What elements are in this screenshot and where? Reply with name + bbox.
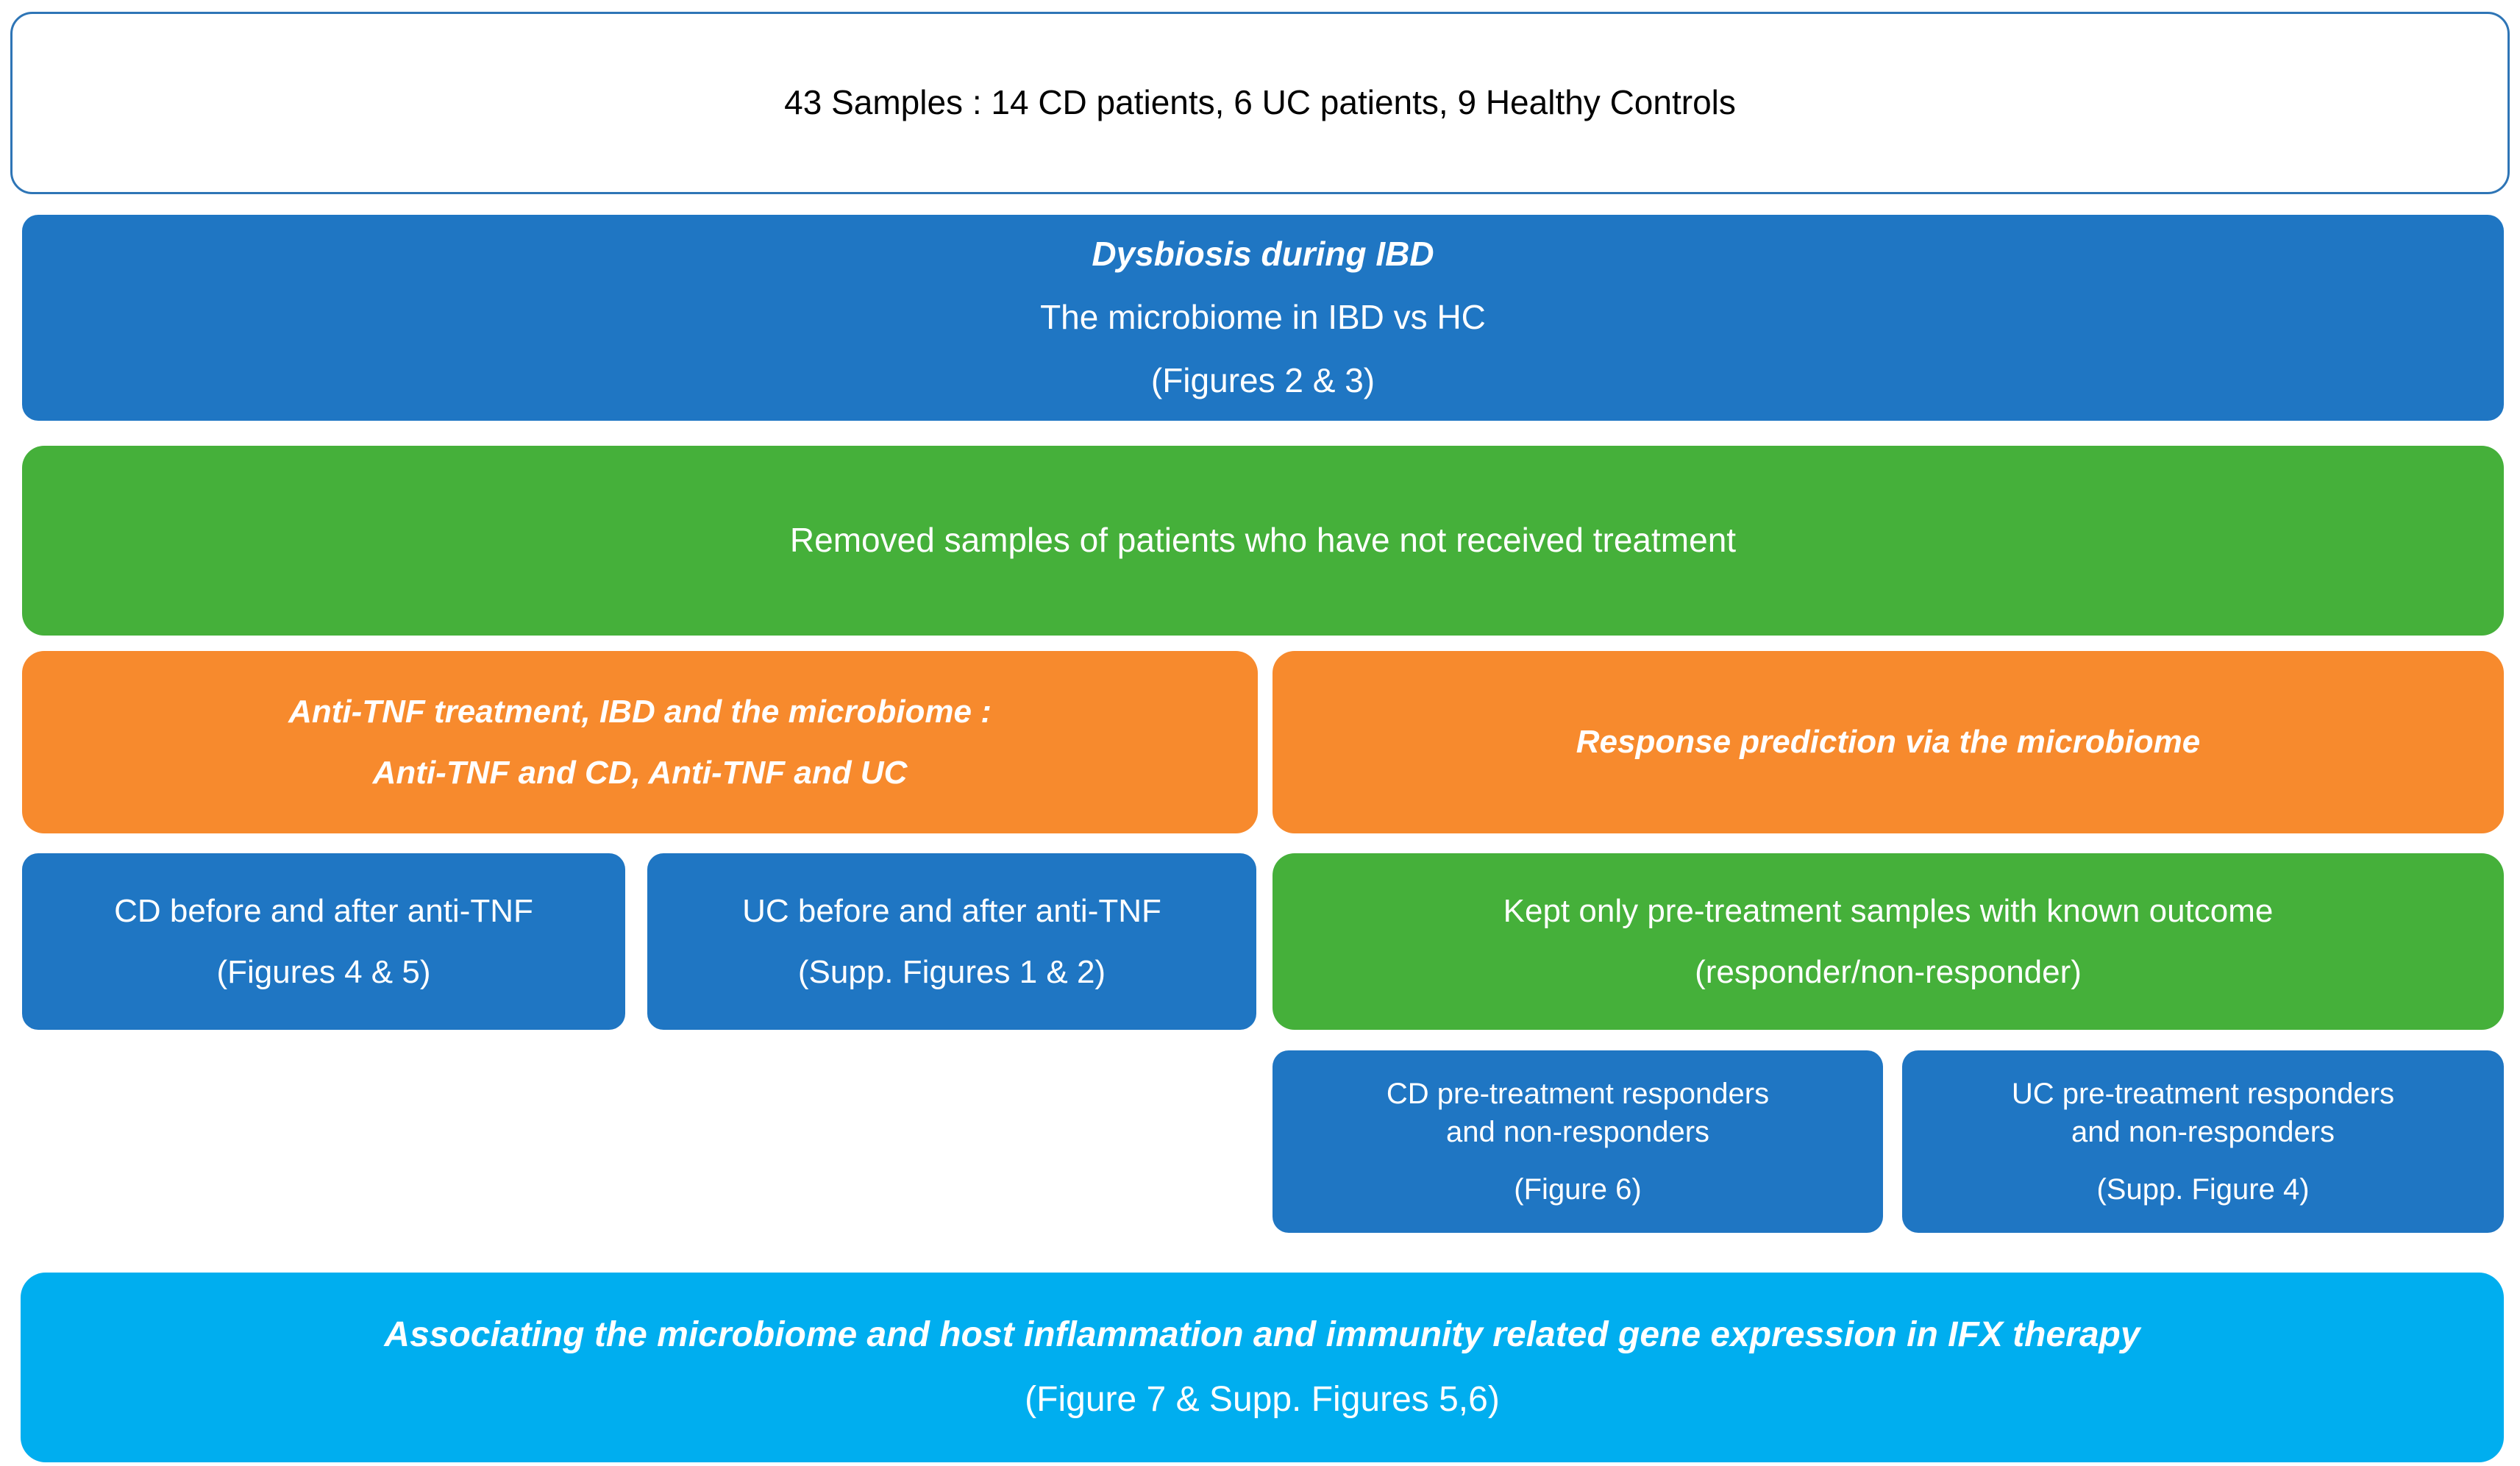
node-kept-pretreatment: Kept only pre-treatment samples with kno… [1273, 853, 2504, 1030]
node-dysbiosis-line3: (Figures 2 & 3) [1150, 360, 1375, 399]
node-uc-responders-line2: and non-responders [2071, 1116, 2335, 1148]
node-dysbiosis-line2: The microbiome in IBD vs HC [1040, 298, 1486, 337]
node-response-prediction: Response prediction via the microbiome [1273, 651, 2504, 833]
node-cd-responders-line3: (Figure 6) [1514, 1173, 1642, 1206]
node-uc-responders-line3: (Supp. Figure 4) [2096, 1173, 2310, 1206]
node-uc-responders: UC pre-treatment responders and non-resp… [1902, 1050, 2504, 1233]
node-associating-line1: Associating the microbiome and host infl… [384, 1314, 2140, 1354]
node-uc-before-after-line2: (Supp. Figures 1 & 2) [797, 954, 1106, 990]
node-cd-before-after: CD before and after anti-TNF (Figures 4 … [22, 853, 625, 1030]
node-dysbiosis: Dysbiosis during IBD The microbiome in I… [22, 215, 2504, 421]
node-samples-line1: 43 Samples : 14 CD patients, 6 UC patien… [784, 83, 1736, 122]
node-cd-before-after-line2: (Figures 4 & 5) [216, 954, 431, 990]
node-antitnf-treatment-line1: Anti-TNF treatment, IBD and the microbio… [288, 693, 992, 730]
node-uc-responders-line1: UC pre-treatment responders [2011, 1078, 2395, 1110]
node-uc-before-after: UC before and after anti-TNF (Supp. Figu… [647, 853, 1256, 1030]
node-response-prediction-line1: Response prediction via the microbiome [1576, 724, 2201, 761]
node-cd-before-after-line1: CD before and after anti-TNF [114, 892, 533, 929]
node-associating: Associating the microbiome and host infl… [21, 1273, 2504, 1462]
node-removed-samples-line1: Removed samples of patients who have not… [789, 521, 1737, 560]
node-kept-pretreatment-line2: (responder/non-responder) [1695, 954, 2082, 990]
node-dysbiosis-line1: Dysbiosis during IBD [1092, 235, 1434, 274]
node-antitnf-treatment-line2: Anti-TNF and CD, Anti-TNF and UC [372, 755, 908, 791]
node-associating-line2: (Figure 7 & Supp. Figures 5,6) [1025, 1380, 1500, 1419]
node-kept-pretreatment-line1: Kept only pre-treatment samples with kno… [1503, 892, 2274, 929]
node-samples: 43 Samples : 14 CD patients, 6 UC patien… [10, 12, 2510, 194]
node-uc-before-after-line1: UC before and after anti-TNF [742, 892, 1161, 929]
node-antitnf-treatment: Anti-TNF treatment, IBD and the microbio… [22, 651, 1258, 833]
node-cd-responders-line2: and non-responders [1445, 1116, 1710, 1148]
node-removed-samples: Removed samples of patients who have not… [22, 446, 2504, 636]
node-cd-responders: CD pre-treatment responders and non-resp… [1273, 1050, 1883, 1233]
node-cd-responders-line1: CD pre-treatment responders [1386, 1078, 1770, 1110]
